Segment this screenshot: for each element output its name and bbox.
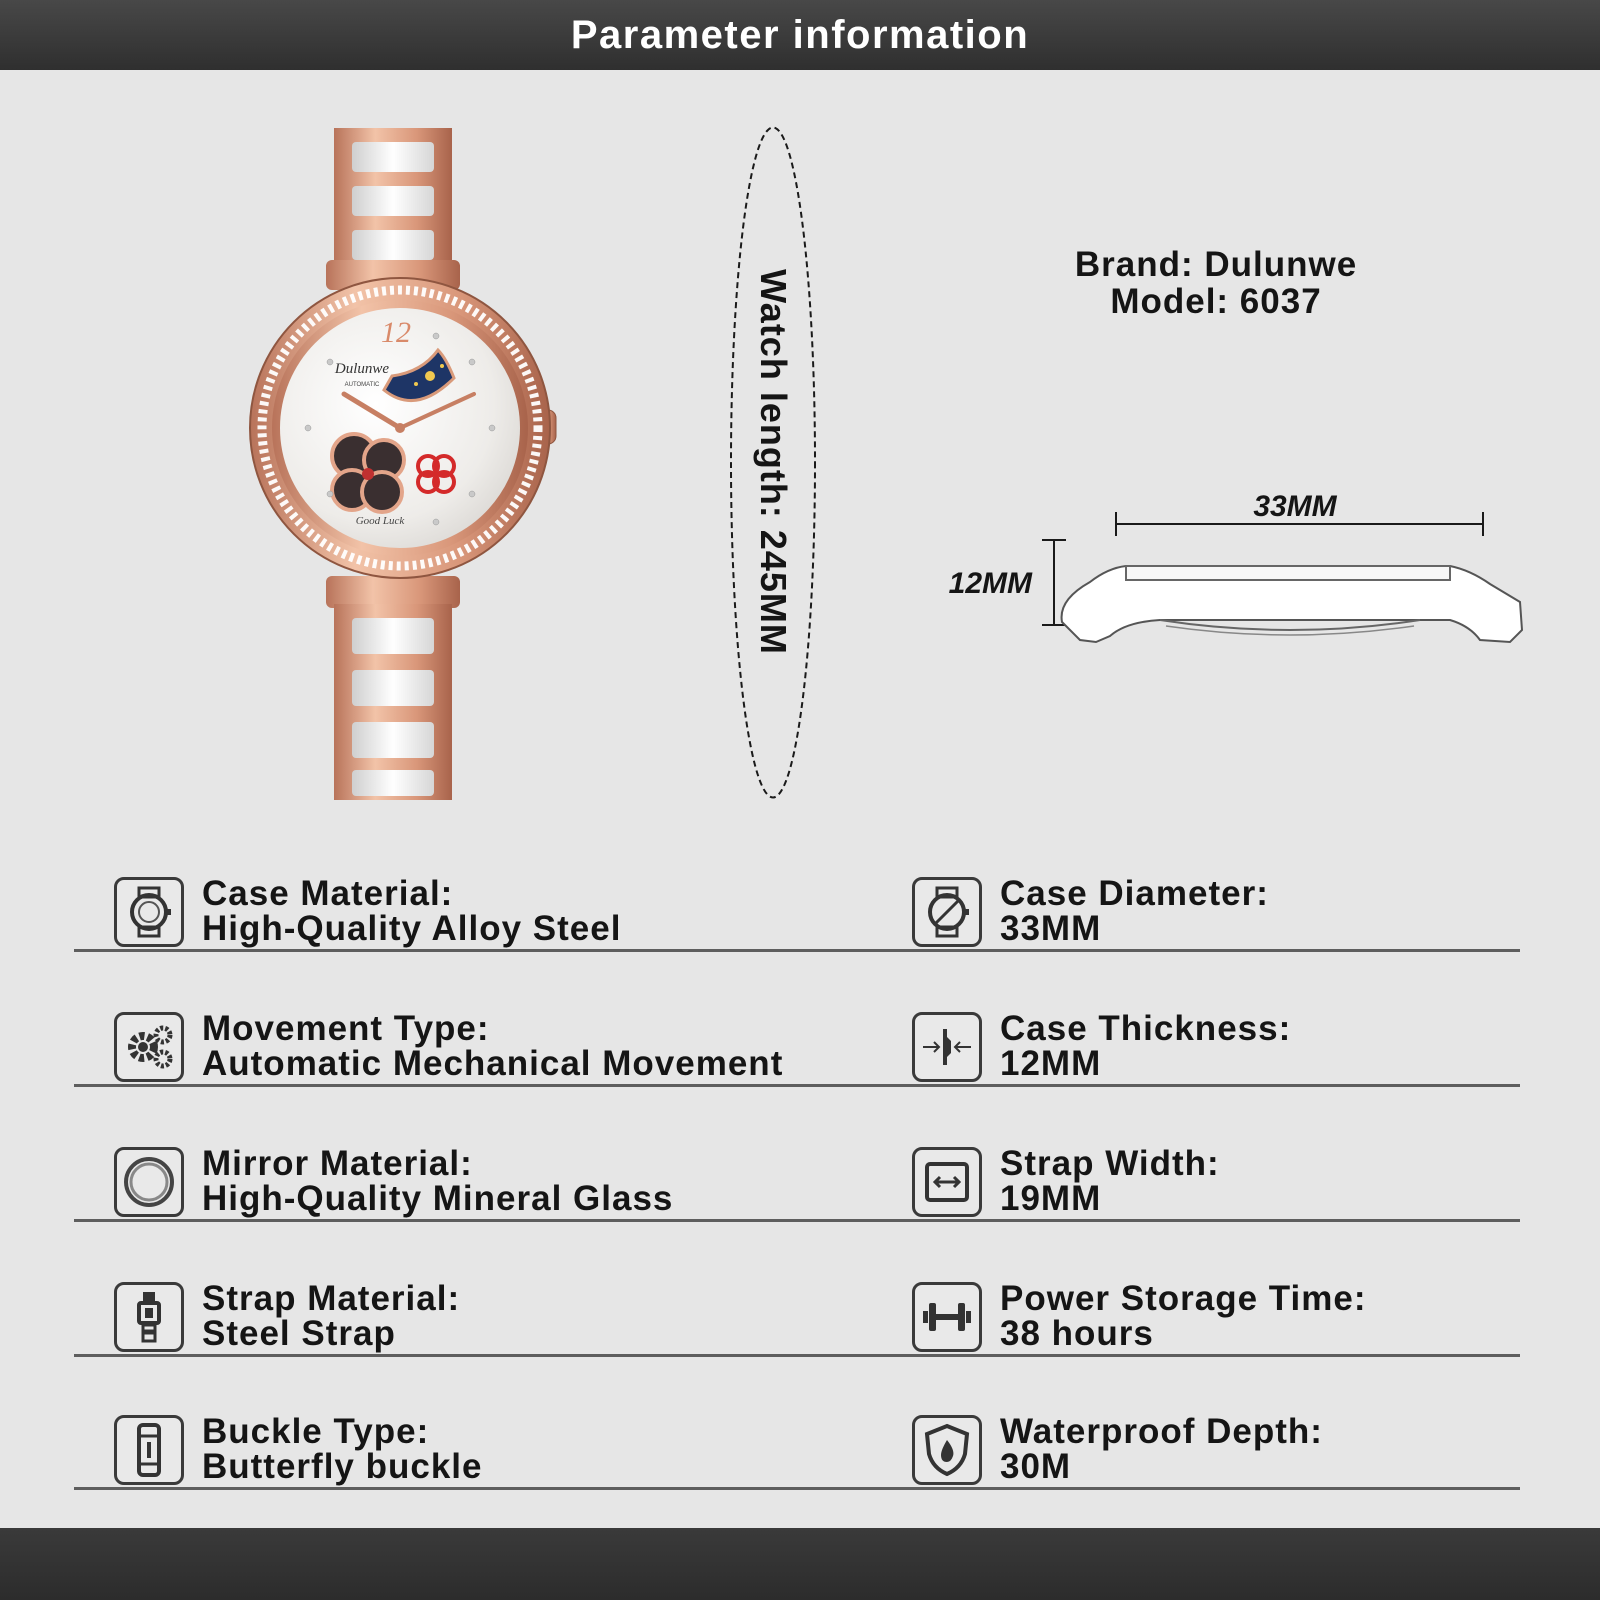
gears-icon [114, 1012, 184, 1082]
dial-subtitle: AUTOMATIC [345, 382, 380, 388]
strap-material-label: Strap Material: [202, 1279, 461, 1318]
divider [74, 1354, 897, 1357]
case-diameter-label: Case Diameter: [1000, 874, 1269, 913]
spec-buckle-type: Buckle Type: Butterfly buckle [74, 1400, 897, 1490]
case-diameter-value: 33MM [1000, 909, 1102, 948]
model-text: Model: 6037 [1110, 282, 1322, 321]
divider [74, 1084, 897, 1087]
spec-power-storage: Power Storage Time: 38 hours [896, 1267, 1520, 1357]
spec-case-thickness: Case Thickness: 12MM [896, 997, 1520, 1087]
case-thickness-label: Case Thickness: [1000, 1009, 1292, 1048]
movement-type-label: Movement Type: [202, 1009, 490, 1048]
case-material-label: Case Material: [202, 874, 454, 913]
header-banner: Parameter information [0, 0, 1600, 70]
buckle-type-label: Buckle Type: [202, 1412, 430, 1451]
power-storage-value: 38 hours [1000, 1314, 1154, 1353]
power-storage-label: Power Storage Time: [1000, 1279, 1367, 1318]
strap-width-icon [912, 1147, 982, 1217]
footer-bar [0, 1528, 1600, 1600]
divider [896, 1354, 1520, 1357]
skeleton-clover [330, 432, 406, 514]
glass-ring-icon [114, 1147, 184, 1217]
watch-image: 12 Dulunwe AUTOMATIC Good Luck [249, 128, 557, 800]
dial-brand: Dulunwe [334, 361, 390, 377]
bottom-bracelet [326, 576, 460, 800]
page-title: Parameter information [570, 12, 1030, 57]
strap-width-value: 19MM [1000, 1179, 1102, 1218]
dial-script: Good Luck [356, 515, 406, 527]
watch-case-icon [114, 877, 184, 947]
divider [896, 1487, 1520, 1490]
thickness-arrows-icon [912, 1012, 982, 1082]
brand-info: Brand: Dulunwe Model: 6037 [1016, 246, 1416, 320]
watch-side-profile: 33MM 12MM [949, 490, 1524, 644]
height-label: 12MM [949, 567, 1033, 600]
case-outline [1060, 565, 1524, 644]
watch-length-indicator: Watch length: 245MM [728, 125, 818, 800]
watch-length-label: Watch length: 245MM [753, 269, 794, 655]
spec-strap-width: Strap Width: 19MM [896, 1132, 1520, 1222]
spec-waterproof-depth: Waterproof Depth: 30M [896, 1400, 1520, 1490]
waterproof-shield-icon [912, 1415, 982, 1485]
case-material-value: High-Quality Alloy Steel [202, 909, 622, 948]
strap-material-value: Steel Strap [202, 1314, 396, 1353]
waterproof-depth-value: 30M [1000, 1447, 1072, 1486]
spec-case-diameter: Case Diameter: 33MM [896, 862, 1520, 952]
diamond-bezel [257, 285, 543, 571]
divider [74, 949, 897, 952]
case-diameter-icon [912, 877, 982, 947]
strap-width-label: Strap Width: [1000, 1144, 1220, 1183]
divider [74, 1487, 897, 1490]
waterproof-depth-label: Waterproof Depth: [1000, 1412, 1323, 1451]
spec-strap-material: Strap Material: Steel Strap [74, 1267, 897, 1357]
divider [896, 949, 1520, 952]
case-thickness-value: 12MM [1000, 1044, 1102, 1083]
brand-text: Brand: Dulunwe [1074, 245, 1358, 284]
mirror-material-value: High-Quality Mineral Glass [202, 1179, 674, 1218]
spec-movement-type: Movement Type: Automatic Mechanical Move… [74, 997, 897, 1087]
spec-case-material: Case Material: High-Quality Alloy Steel [74, 862, 897, 952]
divider [896, 1084, 1520, 1087]
steel-strap-icon [114, 1282, 184, 1352]
divider [74, 1219, 897, 1222]
red-flower [416, 454, 456, 494]
mirror-material-label: Mirror Material: [202, 1144, 473, 1183]
movement-type-value: Automatic Mechanical Movement [202, 1044, 784, 1083]
dashed-ellipse [730, 126, 816, 799]
divider [896, 1219, 1520, 1222]
buckle-icon [114, 1415, 184, 1485]
buckle-type-value: Butterfly buckle [202, 1447, 483, 1486]
spec-mirror-material: Mirror Material: High-Quality Mineral Gl… [74, 1132, 897, 1222]
moon-phase [382, 347, 456, 403]
top-bracelet [326, 128, 460, 290]
dial-numeral: 12 [381, 316, 411, 349]
width-label: 33MM [1253, 490, 1337, 523]
power-dumbbell-icon [912, 1282, 982, 1352]
